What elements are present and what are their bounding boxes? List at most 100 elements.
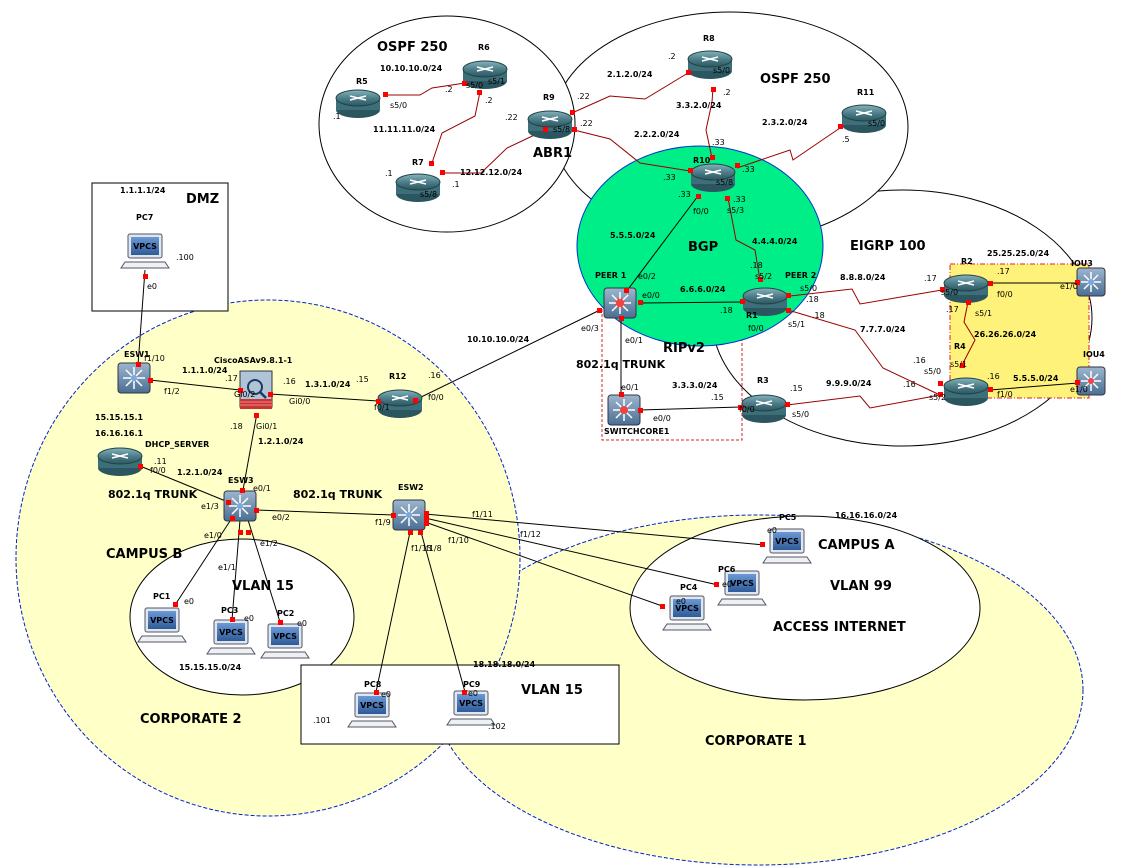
label-asa-16: .16 [283, 377, 296, 386]
label-n11-11-11: 11.11.11.0/24 [373, 125, 436, 134]
label-esw2-f112: f1/12 [520, 530, 541, 539]
trunk-esw2-label: 802.1q TRUNK [293, 488, 383, 501]
link-esw2-pc8 [375, 531, 411, 693]
label-asa-gi00: Gi0/0 [289, 397, 310, 406]
label-n10-10-10: 10.10.10.0/24 [380, 64, 443, 73]
link-esw2-pc6 [424, 517, 719, 586]
label-n1-2-1: 1.2.1.0/24 [258, 437, 304, 446]
router-r11[interactable] [841, 104, 887, 133]
link-r9-r8 [571, 72, 689, 114]
link-r3-r4 [786, 394, 941, 409]
corporate1-title: CORPORATE 1 [705, 734, 807, 749]
switch-esw1[interactable] [117, 362, 151, 394]
label-n1-2-1b: 1.2.1.0/24 [177, 468, 223, 477]
label-pc7: PC7 [136, 213, 153, 222]
firewall-asa[interactable] [239, 370, 273, 409]
switch-switchcore1[interactable] [607, 394, 641, 426]
label-pc2-e0: e0 [297, 619, 307, 628]
link-pc7-esw1 [137, 269, 146, 366]
router-r9[interactable] [527, 110, 573, 139]
label-iou3: IOU3 [1071, 259, 1093, 268]
label-r1-f00: f0/0 [748, 324, 764, 333]
label-n18-18-18: 18.18.18.0/24 [473, 660, 536, 669]
label-n9-9-9: 9.9.9.0/24 [826, 379, 872, 388]
label-pc1-e0: e0 [184, 597, 194, 606]
label-esw1: ESW1 [124, 350, 150, 359]
router-r2[interactable] [943, 274, 989, 303]
label-r9: R9 [543, 93, 555, 102]
label-esw2-f113: f1/13 [411, 544, 432, 553]
label-r12: R12 [389, 372, 406, 381]
device-names: R5 R6 R7 R9 R8 R11 R10 PEER 1 PEER 2 R1 … [124, 34, 1105, 689]
vpcs-pc1[interactable]: VPCS [137, 607, 187, 643]
label-r6-2a: .2 [445, 85, 453, 94]
label-r1-18d: .18 [812, 311, 825, 320]
label-n26-26-26: 26.26.26.0/24 [974, 330, 1037, 339]
label-n5-5-5b: 5.5.5.0/24 [1013, 374, 1059, 383]
vpcs-pc9[interactable]: VPCS [446, 690, 496, 726]
label-r10-33a: .33 [712, 138, 725, 147]
link-esw2-pc4 [424, 521, 666, 608]
vpcs-pc5[interactable]: VPCS [762, 528, 812, 564]
label-r4-s51: s5/1 [950, 360, 967, 369]
label-pc9-e0: e0 [468, 689, 478, 698]
label-peer2: PEER 2 [785, 271, 816, 280]
label-r1: R1 [746, 311, 758, 320]
router-r3[interactable] [741, 394, 787, 423]
label-n5-5-5: 5.5.5.0/24 [610, 231, 656, 240]
links-layer [137, 72, 1079, 693]
vpcs-pc6[interactable]: VPCS [717, 570, 767, 606]
label-pc1: PC1 [153, 592, 171, 601]
label-r12-16: .16 [428, 371, 441, 380]
label-r1-s50: s5/0 [800, 284, 817, 293]
label-r4-f10: f1/0 [997, 390, 1013, 399]
label-esw1-f110: f1/10 [144, 354, 165, 363]
router-r10[interactable] [690, 163, 736, 192]
label-r7-1a: .1 [385, 169, 393, 178]
label-r8-2b: .2 [723, 88, 731, 97]
label-n7-7-7: 7.7.7.0/24 [860, 325, 906, 334]
dhcp-server-router[interactable] [97, 447, 143, 476]
label-esw3-e12: e1/2 [260, 539, 278, 548]
label-r3-s50: s5/0 [792, 410, 809, 419]
label-r6: R6 [478, 43, 490, 52]
link-asa-esw3 [242, 412, 258, 491]
label-r3-15a: .15 [790, 384, 803, 393]
vpcs-pc7[interactable]: VPCS [120, 233, 170, 269]
router-r7[interactable] [395, 173, 441, 202]
label-r2-17c: .17 [946, 305, 959, 314]
ospf-right-title: OSPF 250 [760, 72, 830, 87]
vpcs-pc2[interactable]: VPCS [260, 623, 310, 659]
label-asa-gi02: Gi0/2 [234, 390, 255, 399]
link-r1-r4 [787, 309, 941, 396]
label-n2-2-2: 2.2.2.0/24 [634, 130, 680, 139]
router-r6[interactable] [462, 60, 508, 89]
label-vpcs: VPCS [219, 628, 243, 637]
vpcs-pc4[interactable]: VPCS [662, 595, 712, 631]
label-r2-s51: s5/1 [975, 309, 992, 318]
router-r8[interactable] [687, 50, 733, 79]
switch-iou3[interactable] [1076, 267, 1106, 297]
router-r5[interactable] [335, 89, 381, 118]
label-r4-s50: s5/0 [924, 367, 941, 376]
label-pc6: PC6 [718, 565, 736, 574]
label-pc5-e0: e0 [767, 526, 777, 535]
switch-esw3[interactable] [223, 490, 257, 522]
vpcs-pc3[interactable]: VPCS [206, 619, 256, 655]
router-r4[interactable] [943, 377, 989, 406]
switch-iou4[interactable] [1076, 366, 1106, 396]
switch-peer1[interactable] [603, 287, 637, 319]
label-p1-e03: e0/3 [581, 324, 599, 333]
label-r8-2a: .2 [668, 52, 676, 61]
devices-layer: VPCS VPCS VPCS VPCS VPCS [97, 50, 1106, 728]
dmz-title: DMZ [186, 192, 219, 207]
switch-esw2[interactable] [392, 499, 426, 531]
router-r12[interactable] [377, 389, 423, 418]
label-pc4-e0: e0 [676, 597, 686, 606]
vpcs-pc8[interactable]: VPCS [347, 692, 397, 728]
label-switchcore1: SWITCHCORE1 [604, 427, 670, 436]
link-r6-r7 [431, 91, 481, 164]
label-r1-s52: s5/2 [755, 272, 772, 281]
label-r9-s5: s5/8 [553, 125, 570, 134]
